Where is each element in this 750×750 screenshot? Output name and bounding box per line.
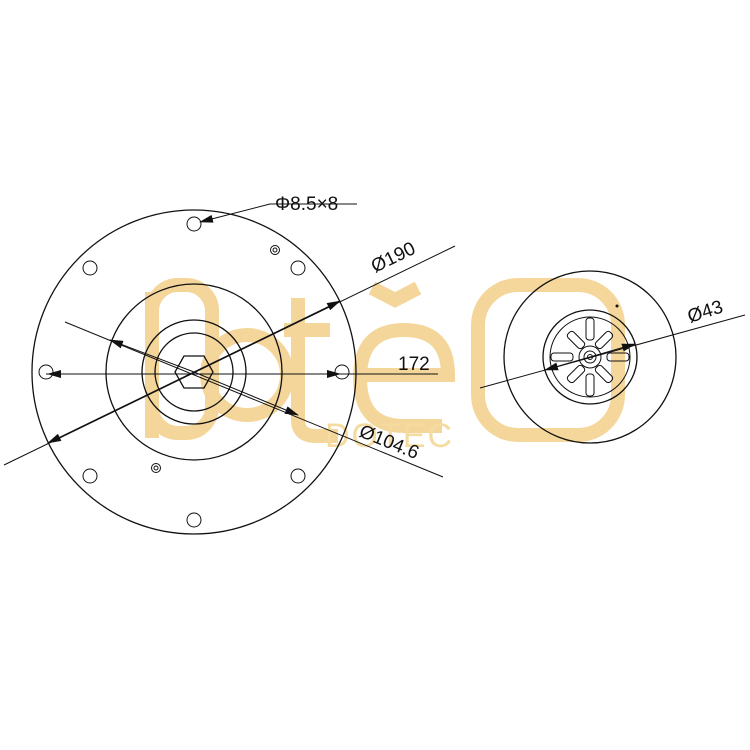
outer-circle bbox=[31, 209, 357, 535]
valve-spokes bbox=[550, 317, 630, 397]
small-pins bbox=[151, 245, 280, 473]
valve-outer-circle bbox=[503, 270, 677, 444]
bolt-hole bbox=[290, 260, 306, 276]
outer-diameter-dimension: Ø190 bbox=[368, 238, 419, 277]
bolt-hole bbox=[186, 512, 202, 528]
inner-diameter-line bbox=[64, 321, 444, 478]
bolt-hole bbox=[290, 468, 306, 484]
bolt-hole bbox=[82, 468, 98, 484]
hex-nut bbox=[174, 355, 214, 389]
bolt-hole bbox=[82, 260, 98, 276]
valve-hub bbox=[578, 345, 602, 369]
holes-dimension: Φ8.5×8 bbox=[275, 194, 338, 215]
holes-leader bbox=[199, 203, 271, 223]
hub-inner-circle bbox=[154, 332, 234, 412]
bolt-spacing-dimension: 172 bbox=[398, 354, 430, 375]
hub-outer-circle bbox=[141, 319, 247, 425]
valve-diameter-dimension: Ø43 bbox=[685, 297, 726, 328]
watermark-text: DOTEC bbox=[325, 417, 454, 455]
valve-diameter-line bbox=[479, 314, 746, 389]
flange-view: Φ8.5×8 Ø190 172 Ø104.6 bbox=[3, 194, 456, 535]
valve-ring bbox=[549, 316, 631, 398]
outer-diameter-line bbox=[3, 245, 456, 466]
bolt-holes bbox=[38, 216, 350, 528]
bolt-hole bbox=[186, 216, 202, 232]
inner-circle bbox=[105, 283, 283, 461]
valve-inner-circle bbox=[542, 309, 638, 405]
watermark-logo bbox=[145, 278, 625, 443]
bolt-hole bbox=[334, 364, 350, 380]
valve-view: Ø43 bbox=[479, 270, 746, 444]
bolt-hole bbox=[38, 364, 54, 380]
